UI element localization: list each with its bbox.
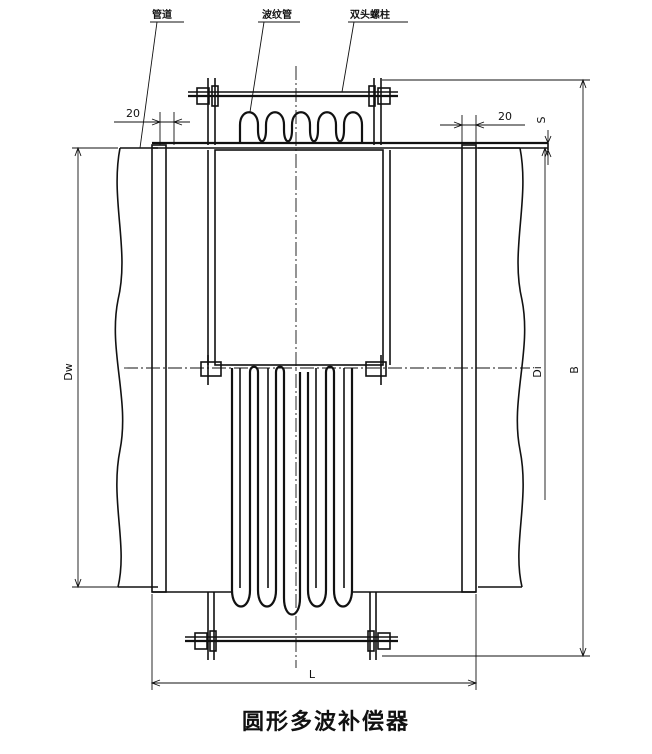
lower-bellows (230, 365, 354, 616)
gap-left-label: 20 (126, 107, 140, 120)
right-pipe (478, 147, 526, 588)
callout-stud: 双头螺柱 (341, 8, 408, 93)
di-label: Di (531, 366, 544, 378)
center-lines (124, 66, 530, 668)
top-bellows (238, 111, 364, 143)
stud-label: 双头螺柱 (350, 8, 390, 21)
pipe-label: 管道 (152, 8, 172, 21)
dim-b: B (382, 78, 590, 658)
dim-di: Di (531, 146, 549, 500)
top-plate (152, 141, 549, 150)
callout-bellows: 波纹管 (249, 8, 300, 113)
middle-nuts (200, 355, 387, 385)
drawing-caption: 圆形多波补偿器 (241, 710, 410, 735)
dim-l: L (150, 594, 478, 690)
dim-20-left: 20 (114, 107, 190, 145)
callout-pipe: 管道 (139, 8, 184, 149)
bottom-stud-bolt (185, 592, 398, 660)
gap-right-label: 20 (498, 110, 512, 123)
dim-s: S (535, 116, 552, 165)
dim-20-right: 20 (440, 110, 525, 145)
s-label: S (535, 116, 548, 123)
bellows-label: 波纹管 (262, 8, 292, 21)
dw-label: Dw (62, 363, 75, 380)
b-label: B (568, 366, 581, 374)
top-stud-bolt (188, 78, 398, 145)
left-flange (151, 144, 232, 593)
inner-sleeve (207, 149, 391, 366)
right-flange (352, 144, 477, 593)
l-label: L (309, 668, 316, 681)
dim-dw: Dw (62, 146, 118, 589)
